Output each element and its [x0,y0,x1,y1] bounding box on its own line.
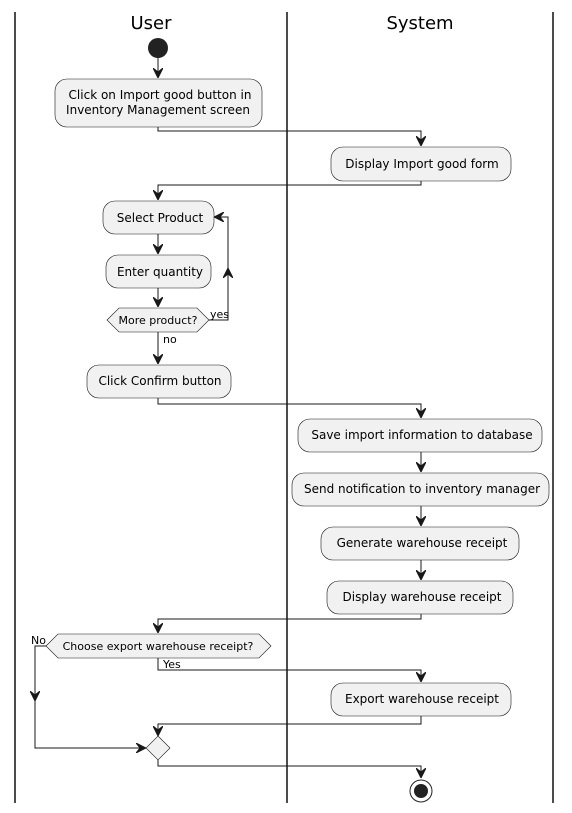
activity-generate-receipt: Generate warehouse receipt [320,526,520,561]
end-node [409,779,433,803]
svg-text:Select Product: Select Product [117,211,204,225]
activity-display-form: Display Import good form [330,146,512,182]
activity-save-import: Save import information to database [297,418,543,453]
activity-select-product: Select Product [102,200,215,235]
flow-merge-to-end [157,760,421,778]
flow-click-to-display-form [157,127,421,146]
merge-node [145,735,171,761]
flow-display-to-choose [158,614,422,633]
flow-confirm-to-save [157,398,421,418]
activity-click-import-line1: Click on Import good button in [69,88,252,102]
activity-display-receipt: Display warehouse receipt [326,580,514,615]
activity-click-import-line2: Inventory Management screen [66,103,250,117]
svg-text:Display Import good form: Display Import good form [345,157,498,171]
decision-more-product: More product? [106,307,210,333]
guard-no-loop: no [163,333,177,346]
guard-no-export: No [31,634,46,647]
flow-export-to-merge [158,716,422,736]
svg-text:Generate warehouse receipt: Generate warehouse receipt [337,536,508,550]
decision-choose-export: Choose export warehouse receipt? [45,633,272,659]
activity-click-confirm: Click Confirm button [86,364,232,399]
svg-text:More product?: More product? [119,314,198,327]
flow-yes-loop [209,217,229,321]
svg-text:Enter quantity: Enter quantity [117,265,203,279]
flow-yes-export [157,658,421,682]
lane-title-system: System [386,13,453,34]
start-node [148,38,168,58]
guard-yes-loop: yes [210,308,229,321]
activity-enter-quantity: Enter quantity [105,254,212,289]
flow-no-to-merge [34,700,146,748]
svg-text:Choose export warehouse receip: Choose export warehouse receipt? [63,640,254,653]
svg-text:Click Confirm button: Click Confirm button [98,374,221,388]
guard-yes-export: Yes [162,658,181,671]
lane-title-user: User [130,13,172,34]
svg-text:Save import information to dat: Save import information to database [311,428,532,442]
svg-text:Export warehouse receipt: Export warehouse receipt [345,692,499,706]
activity-export-receipt: Export warehouse receipt [330,682,512,717]
svg-text:Display warehouse receipt: Display warehouse receipt [343,590,502,604]
activity-send-notification: Send notification to inventory manager [291,472,550,507]
flow-display-form-to-select [158,181,422,200]
svg-text:Send notification to inventory: Send notification to inventory manager [304,482,540,496]
flow-no-export [35,645,46,701]
activity-click-import: Click on Import good button in Inventory… [54,78,263,128]
